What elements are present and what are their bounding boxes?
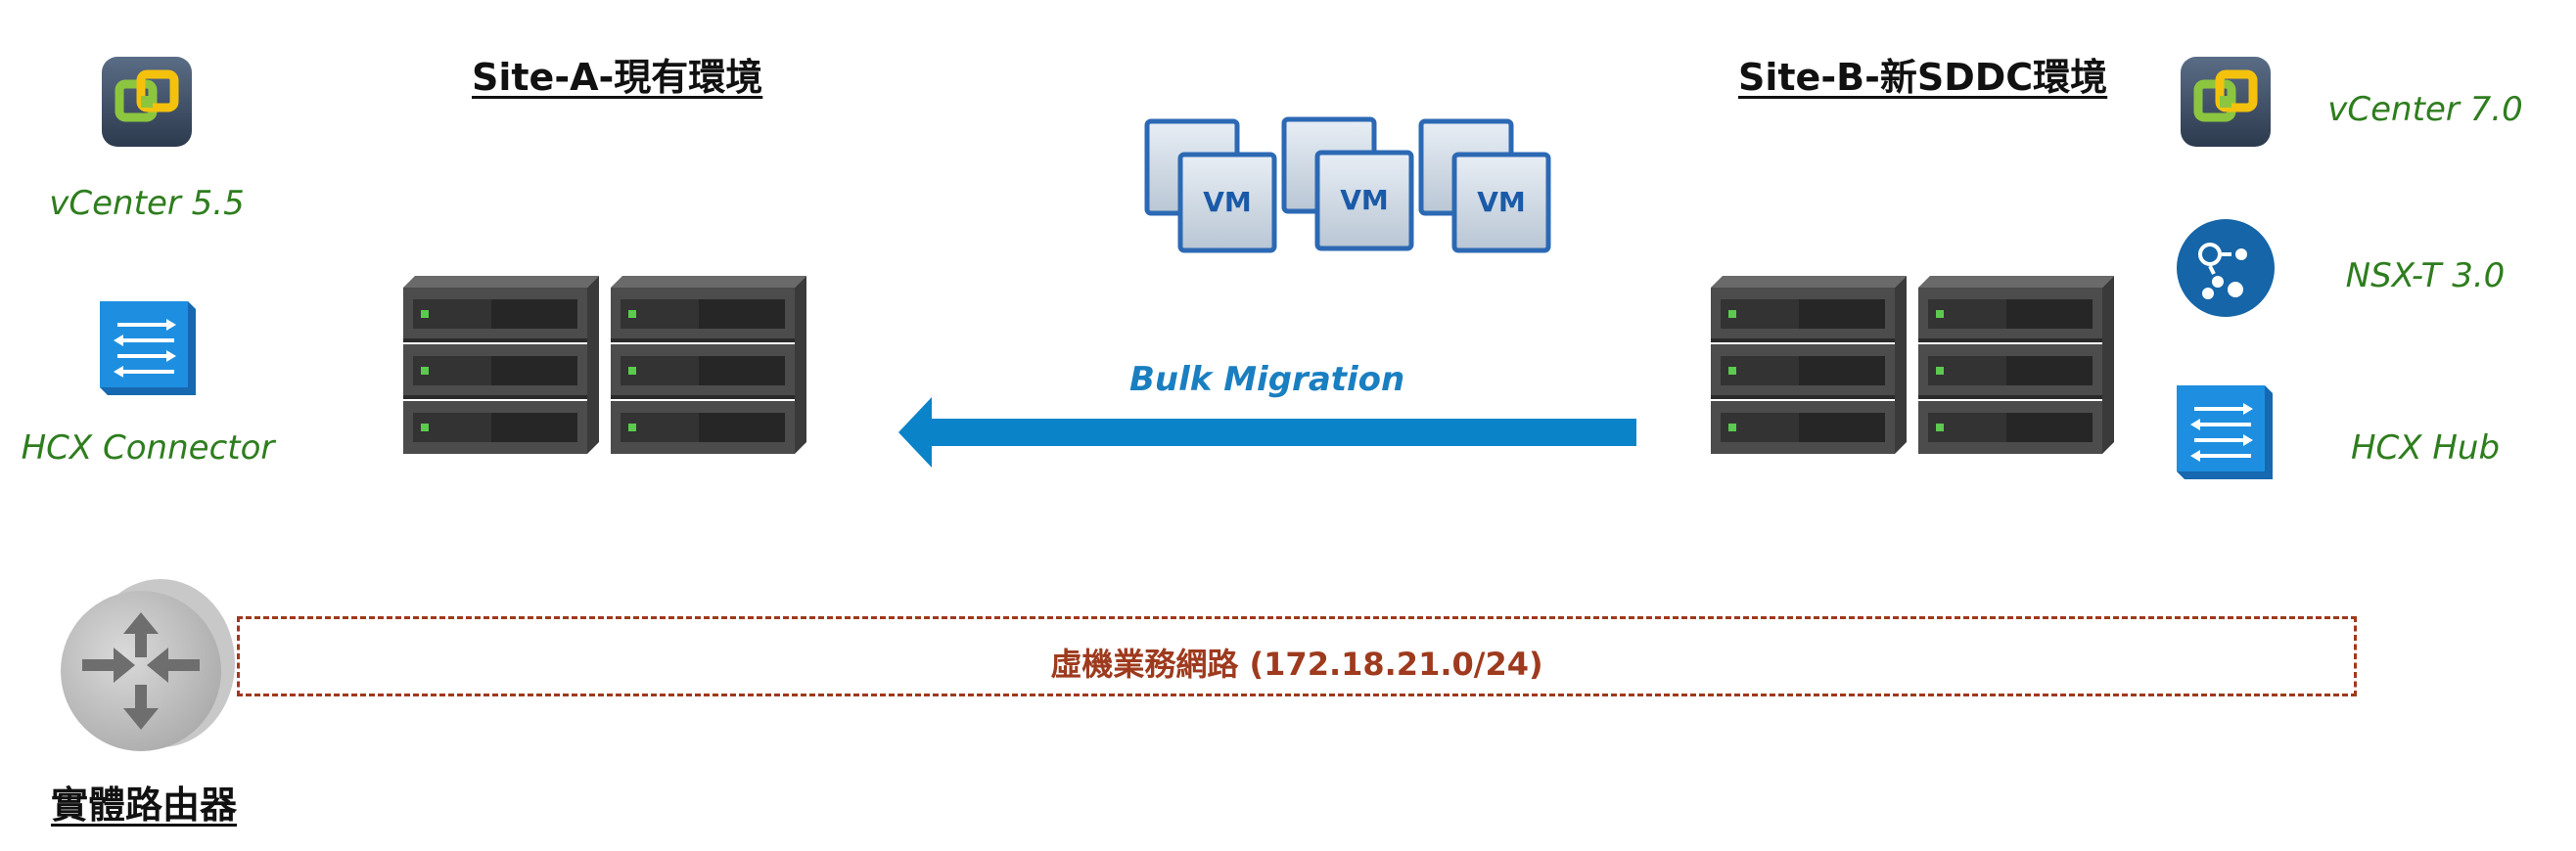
vm-label: VM — [1340, 184, 1389, 216]
network-segment — [237, 616, 2357, 696]
vm-label: VM — [1203, 186, 1252, 218]
site-b-title: Site-B-新SDDC環境 — [1738, 56, 2108, 99]
vm-group — [1143, 115, 1554, 262]
server-rack — [611, 276, 806, 462]
hcx-hub-label: HCX Hub — [2350, 428, 2501, 468]
vcenter-icon — [100, 55, 194, 149]
router-icon — [55, 577, 241, 759]
migration-arrow — [898, 397, 1638, 468]
site-a-title: Site-A-現有環境 — [472, 56, 763, 99]
nsx-t-3-0-label: NSX-T 3.0 — [2345, 256, 2506, 295]
nsx-icon — [2175, 217, 2277, 319]
bulk-migration-label: Bulk Migration — [1129, 360, 1405, 399]
hcx-connector-label: HCX Connector — [21, 428, 275, 468]
network-label: 虛機業務網路 (172.18.21.0/24) — [1050, 646, 1543, 683]
server-rack — [1918, 276, 2114, 462]
vcenter-5-5-label: vCenter 5.5 — [49, 184, 245, 223]
hcx-connector-icon — [96, 297, 198, 397]
server-rack — [1711, 276, 1907, 462]
vcenter-7-0-label: vCenter 7.0 — [2327, 90, 2523, 129]
vcenter-icon — [2179, 55, 2273, 149]
router-label: 實體路由器 — [51, 784, 238, 827]
vm-label: VM — [1477, 186, 1526, 218]
hcx-hub-icon — [2173, 381, 2275, 481]
server-rack — [403, 276, 599, 462]
